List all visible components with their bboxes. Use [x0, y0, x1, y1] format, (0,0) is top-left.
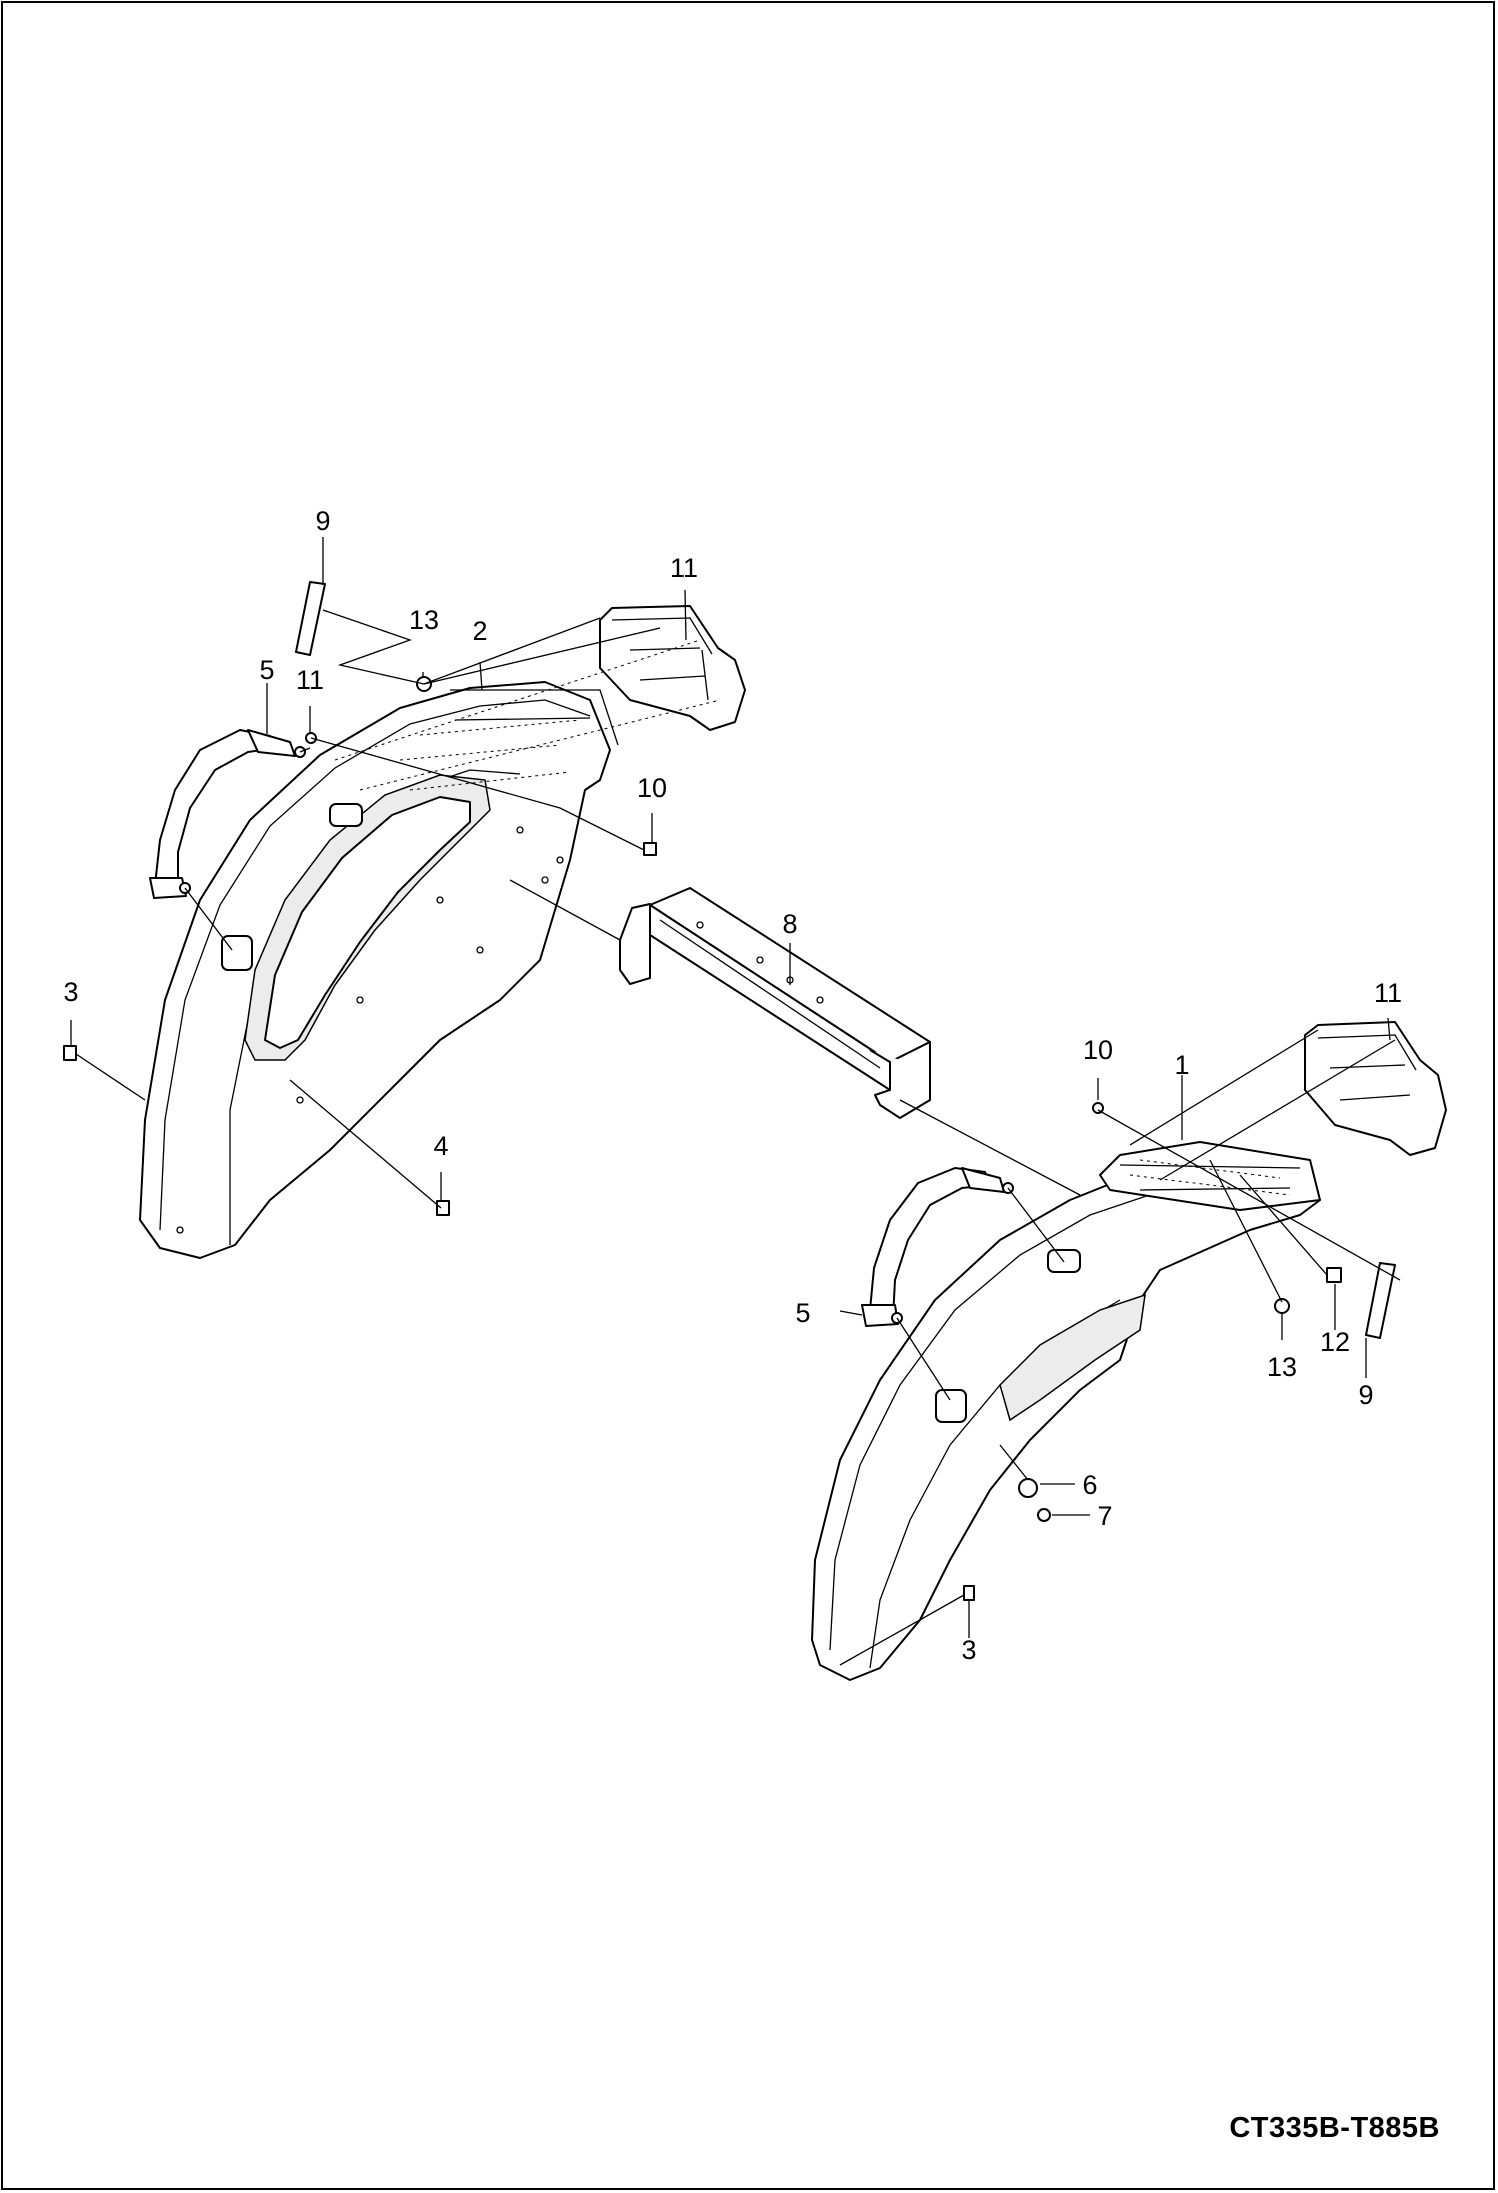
cross-member: [619, 887, 931, 1119]
callout-4: 4: [433, 1131, 448, 1161]
callout-11-right: 11: [1374, 978, 1402, 1008]
step-pad-left: [599, 605, 746, 731]
callout-2: 2: [472, 616, 487, 646]
bolt-10-right: [1092, 1102, 1104, 1114]
callout-8: 8: [782, 909, 797, 939]
callout-5-right: 5: [795, 1298, 810, 1328]
bolt-3-left: [63, 1045, 77, 1061]
callout-11-top-left: 11: [670, 553, 698, 583]
bolt-12: [1326, 1267, 1342, 1283]
callout-10-left: 10: [637, 773, 667, 803]
handle-pocket-upper-left: [329, 803, 363, 827]
nut-7: [1037, 1508, 1051, 1522]
bolt-10-left: [643, 842, 657, 856]
callout-5-left: 5: [259, 655, 274, 685]
right-fender-assembly: [811, 1021, 1447, 1681]
callout-3-right: 3: [961, 1635, 976, 1665]
callout-7: 7: [1097, 1501, 1112, 1531]
callout-3-left: 3: [63, 977, 78, 1007]
callout-1: 1: [1174, 1050, 1189, 1080]
step-pad-right: [1304, 1021, 1447, 1156]
fender-body-left: [139, 681, 619, 1259]
callout-labels: 9 11 13 2 5 11 10 8 3 4 11 10 1 5 13 12 …: [63, 506, 1402, 1665]
callout-12: 12: [1320, 1327, 1350, 1357]
bolt-3-right: [963, 1585, 975, 1601]
handle-pocket-lower-right: [935, 1389, 967, 1423]
callout-6: 6: [1082, 1470, 1097, 1500]
callout-13-left: 13: [409, 605, 439, 635]
drawing-code: CT335B-T885B: [1229, 2112, 1440, 2144]
callout-9-right: 9: [1358, 1380, 1373, 1410]
trim-strip-9-left: [295, 581, 326, 656]
callout-13-right: 13: [1267, 1352, 1297, 1382]
grab-handle-right: [861, 1167, 1014, 1327]
callout-11-left: 11: [296, 665, 324, 695]
trim-strip-9-right: [1365, 1262, 1396, 1339]
leader-lines: [70, 537, 1401, 1666]
washer-6: [1018, 1478, 1038, 1498]
callout-10-right: 10: [1083, 1035, 1113, 1065]
fender-body-right: [811, 1141, 1321, 1681]
left-fender-assembly: [63, 581, 746, 1259]
bolt-4: [436, 1200, 450, 1216]
handle-pocket-lower-left: [221, 935, 253, 971]
callout-9-left: 9: [315, 506, 330, 536]
